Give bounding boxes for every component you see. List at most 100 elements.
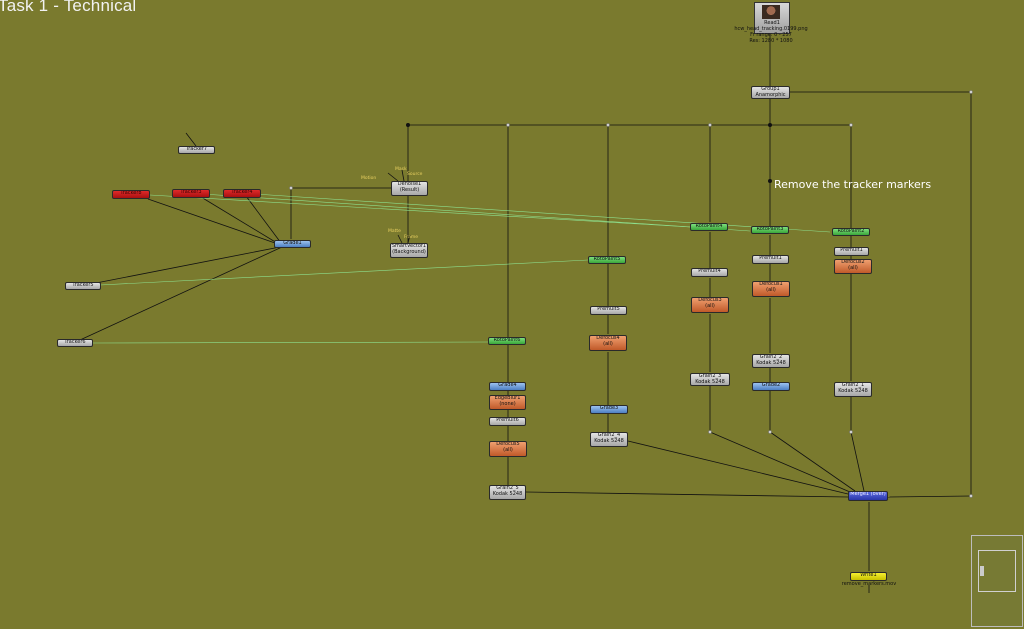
grain2-1-label: Grain2_1 xyxy=(841,382,865,388)
rotopaint2-label: RotoPaint2 xyxy=(837,228,865,234)
tracker8-label: Tracker8 xyxy=(120,190,142,196)
grain2-1-sublabel: Kodak 5248 xyxy=(838,387,868,394)
rotopaint5-label: RotoPaint5 xyxy=(593,256,621,262)
sticky-note[interactable]: Remove the tracker markers xyxy=(774,178,932,191)
premult4-label: Premult4 xyxy=(698,268,721,274)
read-node[interactable]: Read1 xyxy=(754,2,790,34)
read-node-label: Read1 xyxy=(764,20,780,26)
rotopaint2-node[interactable]: RotoPaint2 xyxy=(832,228,870,236)
rotopaint6-label: RotoPaint6 xyxy=(493,337,521,343)
premult6-label: Premult6 xyxy=(496,417,519,423)
grain2-4-label: Grain2_4 xyxy=(597,432,621,438)
grain2-4-node[interactable]: Grain2_4 Kodak 5248 xyxy=(590,432,628,447)
write1-sublabel: remove_markers.mov xyxy=(841,581,897,587)
defocus5-label: Defocus5 xyxy=(496,441,520,447)
edgeblur1-node[interactable]: EdgeBlur1 (none) xyxy=(489,395,526,410)
pipe-dots xyxy=(289,90,973,498)
grain2-3-sublabel: Kodak 5248 xyxy=(695,378,725,385)
motion-input-label: Motion xyxy=(361,176,377,181)
rotopaint3-node[interactable]: RotoPaint3 xyxy=(751,226,789,234)
grain2-3-node[interactable]: Grain2_3 Kodak 5248 xyxy=(690,373,730,386)
tracker3-node[interactable]: Tracker3 xyxy=(172,189,210,198)
grain2-4-sublabel: Kodak 5248 xyxy=(594,437,624,444)
denoise1-label: Denoise1 xyxy=(397,181,422,187)
group1-sublabel: Anamorphic xyxy=(755,91,786,98)
source-input-label: Source xyxy=(407,172,423,177)
premult4-node[interactable]: Premult4 xyxy=(691,268,728,277)
smartvector1-node[interactable]: SmartVector1 (Background) xyxy=(390,243,428,258)
minimap-node-marker xyxy=(980,566,984,576)
mask-input-label: Mask xyxy=(395,167,407,172)
pipes xyxy=(79,33,972,593)
grade2-label: Grade2 xyxy=(761,382,781,388)
grain2-5-label: Grain2_5 xyxy=(496,485,519,491)
tracker4-label: Tracker4 xyxy=(231,189,253,195)
defocus5-sublabel: (all) xyxy=(503,446,513,453)
merge1-label: Merge1 (over) xyxy=(850,491,886,497)
write1-node[interactable]: Write1 xyxy=(850,572,887,581)
grade4-node[interactable]: Grade4 xyxy=(489,382,526,391)
defocus4-label: Defocus4 xyxy=(596,335,620,341)
read-thumbnail xyxy=(762,5,780,19)
tracker4-node[interactable]: Tracker4 xyxy=(223,189,261,198)
write1-label: Write1 xyxy=(860,572,877,578)
rotopaint4-node[interactable]: RotoPaint4 xyxy=(690,223,728,231)
premult6-node[interactable]: Premult6 xyxy=(489,417,526,426)
matte-input-label: Matte xyxy=(388,229,401,234)
group1-node[interactable]: Group1 Anamorphic xyxy=(751,86,790,99)
tracker7-node[interactable]: Tracker7 xyxy=(178,146,215,154)
node-graph-minimap[interactable] xyxy=(971,535,1023,627)
tracker8-node[interactable]: Tracker8 xyxy=(112,190,150,199)
defocus1-node[interactable]: Defocus1 (all) xyxy=(752,281,790,297)
grain2-2-node[interactable]: Grain2_2 Kodak 5248 xyxy=(752,354,790,368)
defocus2-node[interactable]: Defocus2 (all) xyxy=(834,259,872,274)
premult3-node[interactable]: Premult1 xyxy=(834,247,869,256)
premult5-label: Premult5 xyxy=(597,306,620,312)
read-frame-range: Fr range: 0 - 257 xyxy=(750,32,792,38)
smartvector1-sublabel: (Background) xyxy=(392,248,426,255)
grain2-2-sublabel: Kodak 5248 xyxy=(756,359,786,366)
edgeblur1-sublabel: (none) xyxy=(499,400,516,407)
defocus3-node[interactable]: Defocus3 (all) xyxy=(691,297,729,313)
tracker5-label: Tracker5 xyxy=(72,282,94,288)
tracker6-node[interactable]: Tracker6 xyxy=(57,339,93,347)
smartvector1-label: SmartVector1 xyxy=(391,243,427,249)
premult5-node[interactable]: Premult5 xyxy=(590,306,627,315)
defocus4-sublabel: (all) xyxy=(603,340,613,347)
read-node-info: hcw_head_tracking.0199.png Fr range: 0 -… xyxy=(728,26,814,44)
premult3-label: Premult1 xyxy=(840,247,863,253)
grain2-3-label: Grain2_3 xyxy=(698,373,722,379)
denoise1-sublabel: (Result) xyxy=(399,186,420,193)
defocus3-sublabel: (all) xyxy=(705,302,715,309)
denoise1-node[interactable]: Denoise1 (Result) xyxy=(391,181,428,196)
grade2-node[interactable]: Grade2 xyxy=(752,382,790,391)
grade1-label: Grade1 xyxy=(283,240,302,246)
premult1-label: Premult1 xyxy=(759,255,782,261)
defocus2-sublabel: (all) xyxy=(848,264,858,271)
defocus5-node[interactable]: Defocus5 (all) xyxy=(489,441,527,457)
grade1-node[interactable]: Grade1 xyxy=(274,240,311,248)
defocus3-label: Defocus3 xyxy=(698,297,722,303)
edgeblur1-label: EdgeBlur1 xyxy=(494,395,521,401)
grade4-label: Grade4 xyxy=(498,382,517,388)
grain2-5-node[interactable]: Grain2_5 Kodak 5248 xyxy=(489,485,526,500)
group1-label: Group1 xyxy=(761,86,780,92)
grain2-1-node[interactable]: Grain2_1 Kodak 5248 xyxy=(834,382,872,397)
junction-dots xyxy=(406,123,772,183)
tracker-links xyxy=(92,193,831,344)
tracker3-label: Tracker3 xyxy=(180,189,202,195)
rotopaint6-node[interactable]: RotoPaint6 xyxy=(488,337,526,345)
merge1-node[interactable]: Merge1 (over) xyxy=(848,491,888,501)
frame-input-label: Frame xyxy=(404,235,419,240)
premult1-node[interactable]: Premult1 xyxy=(752,255,789,264)
tracker7-label: Tracker7 xyxy=(185,146,208,152)
rotopaint4-label: RotoPaint4 xyxy=(695,223,723,229)
grade3-node[interactable]: Grade3 xyxy=(590,405,628,414)
minimap-viewport[interactable] xyxy=(978,550,1016,592)
defocus4-node[interactable]: Defocus4 (all) xyxy=(589,335,627,351)
tracker6-label: Tracker6 xyxy=(64,339,86,345)
rotopaint5-node[interactable]: RotoPaint5 xyxy=(588,256,626,264)
backdrop-title: Task 1 - Technical xyxy=(0,0,137,15)
tracker5-node[interactable]: Tracker5 xyxy=(65,282,101,290)
